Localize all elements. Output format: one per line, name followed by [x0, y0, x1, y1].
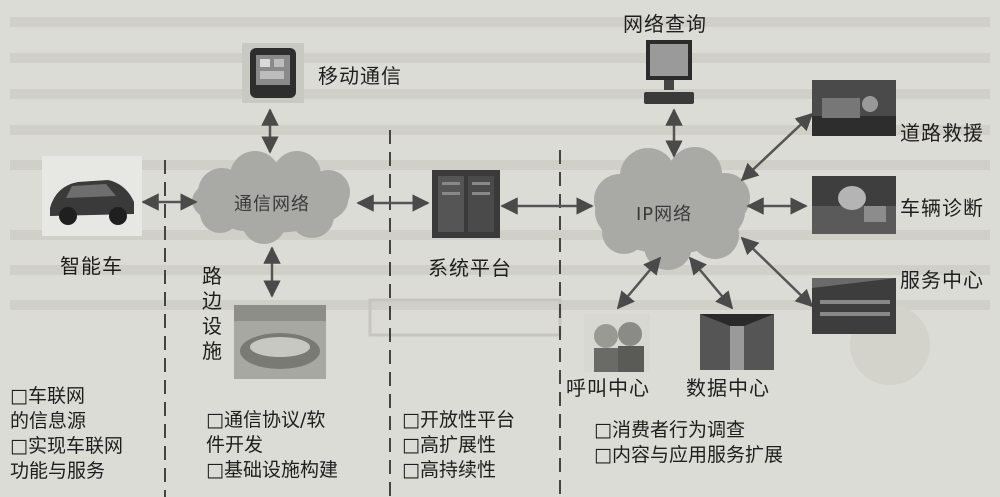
notes-col-3: □开放性平台 □高扩展性 □高持续性 [402, 408, 515, 483]
note-line: □开放性平台 [402, 409, 515, 431]
notes-col-2: □通信协议/软 件开发 □基础设施构建 [206, 408, 338, 483]
comm-network-cloud [192, 151, 350, 244]
road-rescue-label: 道路救援 [900, 121, 984, 145]
vehicle-diagnosis-label: 车辆诊断 [900, 196, 984, 220]
roadside-facility-image [234, 305, 326, 379]
service-center-image [812, 278, 896, 334]
notes-col-1: □车联网 的信息源 □实现车联网 功能与服务 [10, 384, 123, 484]
network-query-computer-image [640, 38, 698, 108]
note-line: 件开发 [206, 434, 264, 456]
vehicle-diagnosis-image [812, 176, 896, 234]
service-center-label: 服务中心 [900, 268, 984, 292]
mobile-device-image [242, 43, 304, 103]
smart-car-image [42, 156, 142, 236]
note-line: □通信协议/软 [206, 409, 326, 431]
call-center-image [584, 314, 650, 372]
arrow-ip-call [616, 256, 662, 310]
arrow-ip-service [740, 236, 814, 308]
notes-col-4: □消费者行为调查 □内容与应用服务扩展 [594, 418, 783, 468]
ip-network-label: IP网络 [636, 204, 693, 225]
data-center-label: 数据中心 [686, 376, 770, 400]
note-line: □基础设施构建 [206, 459, 338, 481]
road-rescue-image [812, 80, 896, 136]
note-line: □消费者行为调查 [594, 419, 745, 441]
note-line: □高扩展性 [402, 434, 496, 456]
data-center-image [700, 314, 774, 370]
call-center-label: 呼叫中心 [566, 376, 650, 400]
note-line: □内容与应用服务扩展 [594, 444, 783, 466]
mobile-label: 移动通信 [318, 64, 402, 88]
arrow-ip-data [688, 256, 734, 310]
note-line: □车联网 [10, 385, 85, 407]
note-line: □实现车联网 [10, 435, 123, 457]
note-line: 的信息源 [10, 410, 87, 432]
smart-car-label: 智能车 [60, 254, 123, 278]
system-platform-label: 系统平台 [428, 256, 512, 280]
ip-network-cloud [594, 147, 750, 270]
note-line: 功能与服务 [10, 460, 106, 482]
arrow-ip-rescue [740, 112, 814, 182]
network-query-label: 网络查询 [623, 12, 707, 36]
comm-network-label: 通信网络 [234, 194, 310, 215]
roadside-label: 路边设施 [202, 264, 222, 363]
system-platform-image [432, 170, 500, 238]
note-line: □高持续性 [402, 459, 496, 481]
